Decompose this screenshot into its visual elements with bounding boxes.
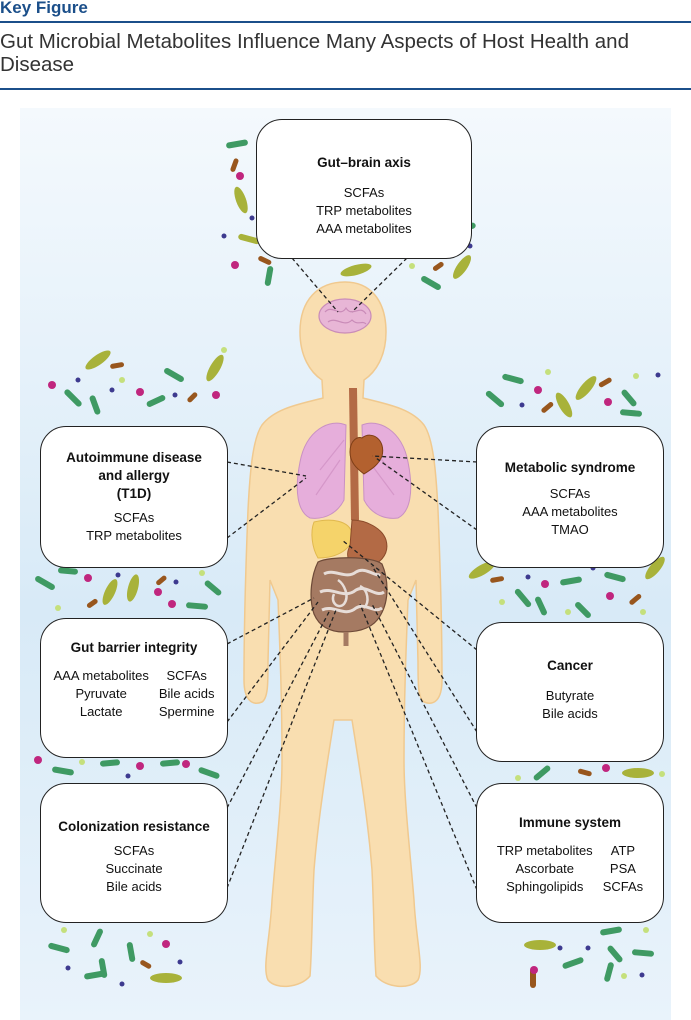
heart [349,434,384,475]
header-rule [0,21,691,23]
metabolite-label: Bile acids [542,706,598,721]
metabolite-label: TRP metabolites [86,528,182,543]
metabolite-label: AAA metabolites [53,668,149,683]
metabolite-label: Bile acids [106,879,162,894]
connector-lines [226,257,478,891]
immune-system-title: Immune system [518,815,622,830]
metabolite-label: Bile acids [158,686,215,701]
metabolite-label: Spermine [158,704,215,719]
metabolite-label: Ascorbate [515,861,575,876]
gut-barrier-integrity-box: Gut barrier integrity AAA metabolites SC… [40,618,228,758]
metabolite-label: Pyruvate [75,686,127,701]
liver [311,519,353,559]
title-rule [0,88,691,90]
colonization-resistance-title: Colonization resistance [58,819,210,834]
autoimmune-title-line: and allergy [98,468,170,483]
cancer-box: Cancer Butyrate Bile acids [476,622,664,762]
gut-brain-axis-title: Gut–brain axis [317,155,411,170]
metabolite-label: ATP [610,843,636,858]
immune-metabolite-grid: TRP metabolites ATP Ascorbate PSA Sphing… [477,842,663,896]
metabolite-label: SCFAs [113,843,155,858]
metabolic-syndrome-box: Metabolic syndrome SCFAs AAA metabolites… [476,426,664,568]
metabolic-syndrome-title: Metabolic syndrome [504,460,636,475]
colonization-resistance-box: Colonization resistance SCFAs Succinate … [40,783,228,923]
metabolite-label: TRP metabolites [496,843,593,858]
metabolite-label: TRP metabolites [316,203,412,218]
autoimmune-title-line: (T1D) [116,486,152,501]
metabolite-label: SCFAs [166,668,207,683]
autoimmune-allergy-box: Autoimmune disease and allergy (T1D) SCF… [40,426,228,568]
human-silhouette [243,281,443,988]
key-figure-label: Key Figure [0,0,88,17]
brain [318,298,372,334]
autoimmune-title-line: Autoimmune disease [66,450,202,465]
metabolite-label: Sphingolipids [506,879,584,894]
immune-system-box: Immune system TRP metabolites ATP Ascorb… [476,783,664,923]
metabolite-label: Butyrate [545,688,595,703]
metabolite-label: SCFAs [549,486,591,501]
gut-brain-axis-box: Gut–brain axis SCFAs TRP metabolites AAA… [256,119,472,259]
gut-barrier-title: Gut barrier integrity [70,640,198,655]
gut-barrier-metabolite-grid: AAA metabolites SCFAs Pyruvate Bile acid… [41,667,227,721]
metabolite-label: AAA metabolites [316,221,412,236]
metabolite-label: AAA metabolites [522,504,618,519]
figure-title: Gut Microbial Metabolites Influence Many… [0,30,629,76]
metabolite-label: SCFAs [602,879,644,894]
cancer-title: Cancer [547,658,593,673]
metabolite-label: TMAO [551,522,589,537]
metabolite-label: Succinate [105,861,163,876]
intestines [310,557,388,646]
metabolite-label: SCFAs [113,510,155,525]
metabolite-label: SCFAs [343,185,385,200]
metabolite-label: PSA [609,861,636,876]
metabolite-label: Lactate [79,704,123,719]
